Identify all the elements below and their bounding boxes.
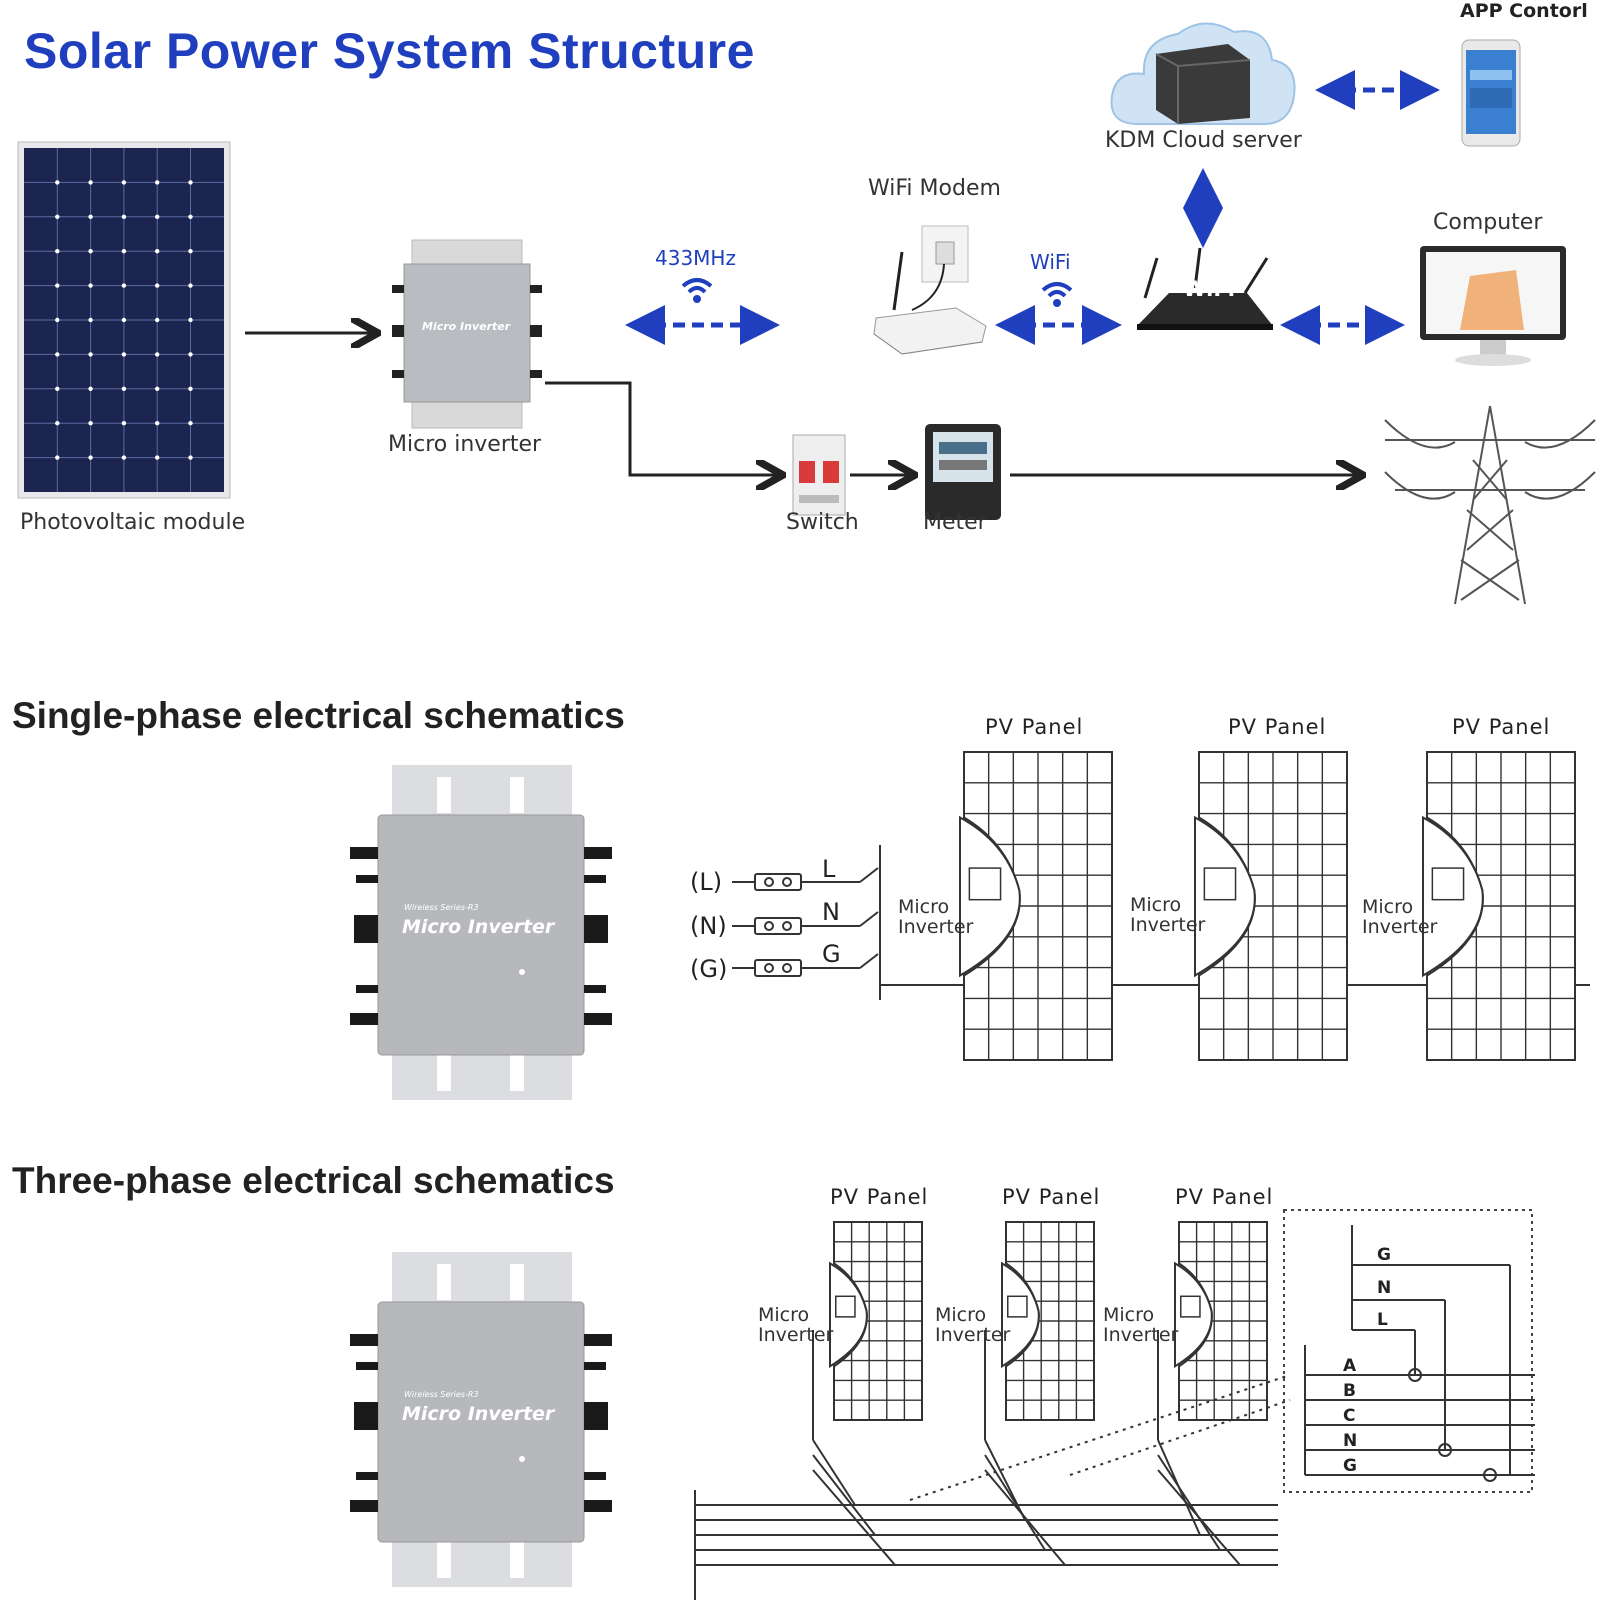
- micro-inverter-label: Micro inverter: [388, 432, 542, 457]
- radio-433-label: 433MHz: [655, 246, 736, 270]
- single-pv-panel-1: [959, 751, 1113, 1061]
- cloud-server-image: [1110, 22, 1296, 125]
- computer-image: [1420, 246, 1566, 366]
- router-wifi-badge: WiFi: [1183, 277, 1235, 301]
- three-device-name: Micro Inverter: [402, 1403, 556, 1425]
- phone-app-image: [1461, 39, 1521, 147]
- wifi-modem-label: WiFi Modem: [868, 176, 1001, 201]
- three-micro-label-1: Micro Inverter: [758, 1304, 834, 1346]
- meter-label: Meter: [923, 510, 987, 535]
- single-micro-label-2: Micro Inverter: [1130, 894, 1206, 936]
- three-device-series: Wireless Series-R3: [404, 1390, 479, 1399]
- three-pv-panel-label-2: PV Panel: [1002, 1185, 1101, 1209]
- wifi-signal-icon: [681, 278, 713, 303]
- line-l-label: (L): [690, 868, 723, 896]
- pv-module-image: [17, 141, 231, 499]
- computer-label: Computer: [1433, 210, 1543, 235]
- single-device-name: Micro Inverter: [402, 916, 556, 938]
- line-l-letter: L: [822, 855, 836, 883]
- three-pv-panel-2: [1001, 1221, 1095, 1421]
- switch-image: [792, 434, 846, 516]
- single-device-series: Wireless Series-R3: [404, 903, 479, 912]
- bus-c-label: C: [1343, 1406, 1356, 1426]
- single-phase-device-image: Wireless Series-R3 Micro Inverter: [350, 765, 612, 1100]
- single-pv-panel-2: [1194, 751, 1348, 1061]
- bus-g-label: G: [1343, 1456, 1357, 1476]
- three-phase-title: Three-phase electrical schematics: [12, 1160, 615, 1201]
- page-title: Solar Power System Structure: [24, 23, 755, 79]
- switch-label: Switch: [786, 510, 859, 535]
- single-pv-panel-3: [1422, 751, 1576, 1061]
- gnl-l-label: L: [1377, 1310, 1388, 1330]
- pv-module-label: Photovoltaic module: [20, 510, 246, 535]
- transmission-tower-image: [1384, 405, 1596, 605]
- single-micro-label-3: Micro Inverter: [1362, 896, 1438, 938]
- three-micro-label-2: Micro Inverter: [935, 1304, 1011, 1346]
- three-pv-panel-1: [829, 1221, 923, 1421]
- line-g-label: (G): [690, 955, 728, 983]
- wifi-signal-icon-2: [1041, 282, 1073, 307]
- three-pv-panel-label-3: PV Panel: [1175, 1185, 1274, 1209]
- meter-image: [925, 424, 1001, 520]
- line-g-letter: G: [822, 940, 841, 968]
- three-phase-device-image: Wireless Series-R3 Micro Inverter: [350, 1252, 612, 1587]
- micro-inverter-image: Micro Inverter: [392, 239, 542, 429]
- bus-a-label: A: [1343, 1356, 1357, 1376]
- line-n-letter: N: [822, 898, 840, 926]
- single-micro-label-1: Micro Inverter: [898, 896, 974, 938]
- cloud-server-label: KDM Cloud server: [1105, 128, 1302, 153]
- single-pv-panel-label-1: PV Panel: [985, 715, 1084, 739]
- three-pv-panel-3: [1174, 1221, 1268, 1421]
- bus-b-label: B: [1343, 1381, 1356, 1401]
- bus-n-label: N: [1343, 1431, 1358, 1451]
- three-micro-label-3: Micro Inverter: [1103, 1304, 1179, 1346]
- wifi-router-image: [1137, 247, 1273, 330]
- inverter-device-text: Micro Inverter: [422, 320, 511, 333]
- single-pv-panel-label-2: PV Panel: [1228, 715, 1327, 739]
- wifi-link-label: WiFi: [1030, 250, 1071, 274]
- gnl-g-label: G: [1377, 1245, 1391, 1265]
- three-pv-panel-label-1: PV Panel: [830, 1185, 929, 1209]
- gnl-n-label: N: [1377, 1278, 1392, 1298]
- wifi-modem-image: [873, 225, 987, 355]
- app-control-label: APP Contorl: [1460, 0, 1588, 22]
- line-n-label: (N): [690, 912, 727, 940]
- single-phase-title: Single-phase electrical schematics: [12, 695, 625, 736]
- single-pv-panel-label-3: PV Panel: [1452, 715, 1551, 739]
